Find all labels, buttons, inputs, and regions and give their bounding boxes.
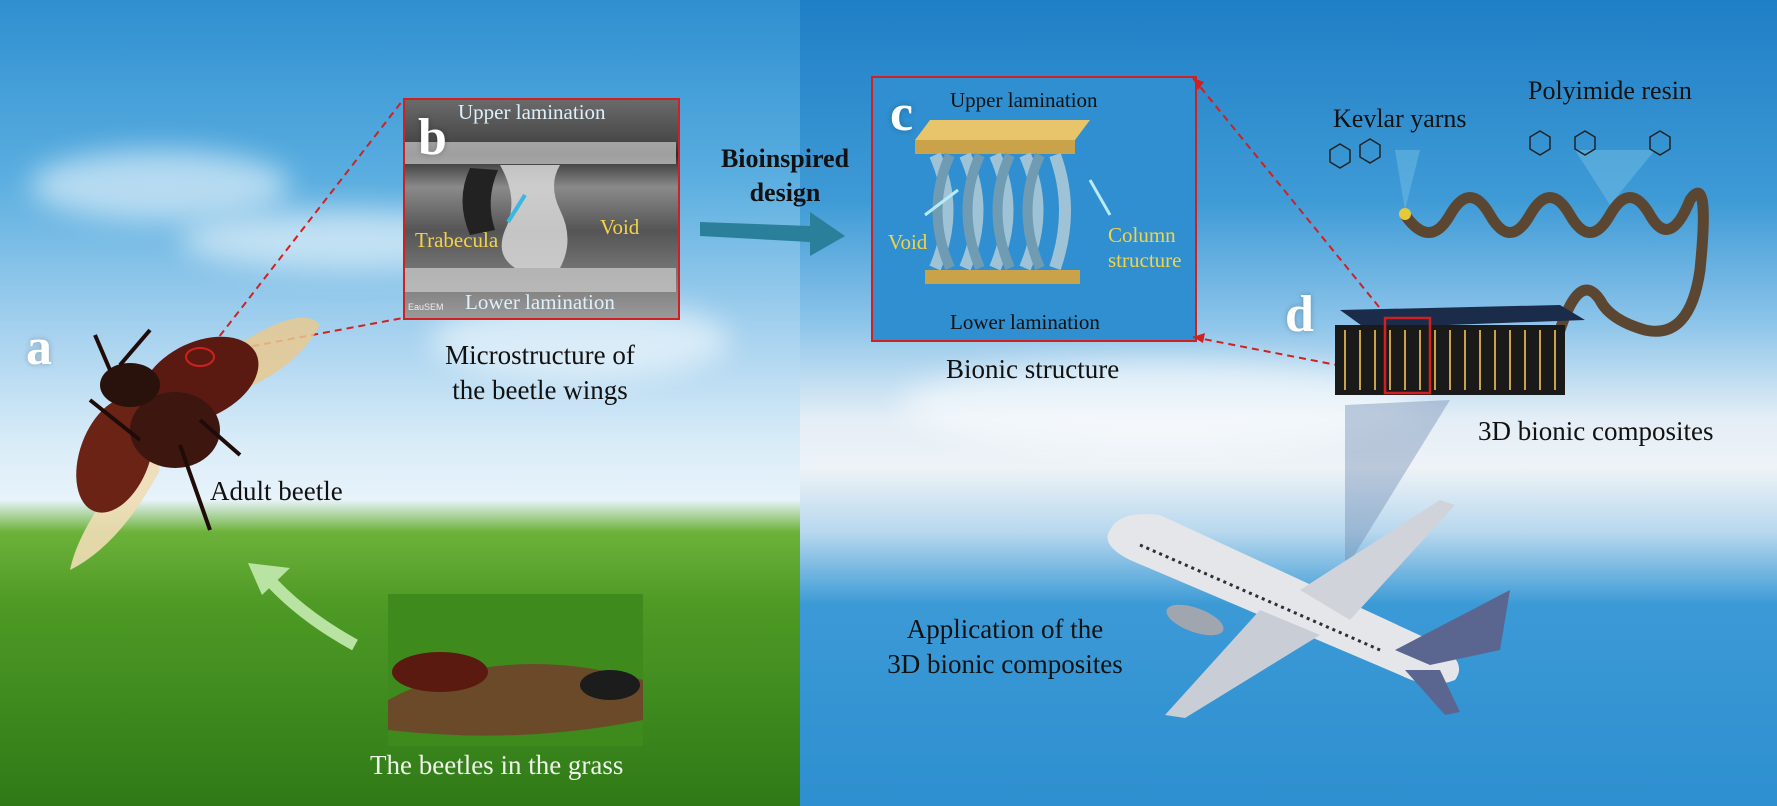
column-line1: Column bbox=[1108, 223, 1176, 247]
beetles-grass-caption: The beetles in the grass bbox=[370, 750, 624, 780]
polyimide-resin-label: Polyimide resin bbox=[1528, 76, 1692, 105]
application-caption: Application of the 3D bionic composites bbox=[860, 612, 1150, 682]
upper-lamination-label-b: Upper lamination bbox=[458, 100, 606, 124]
microstructure-caption: Microstructure of the beetle wings bbox=[400, 338, 680, 408]
lower-lamination-label-b: Lower lamination bbox=[465, 290, 615, 314]
bioinspired-design-label: Bioinspired design bbox=[700, 142, 870, 210]
microstructure-caption-line2: the beetle wings bbox=[452, 375, 628, 406]
panel-label-a: a bbox=[26, 319, 52, 376]
void-label-c: Void bbox=[888, 230, 928, 254]
trabecula-pointer bbox=[506, 193, 527, 224]
lower-lamination-label-c: Lower lamination bbox=[950, 310, 1100, 334]
panel-label-c: c bbox=[890, 85, 914, 142]
adult-beetle-caption: Adult beetle bbox=[210, 476, 343, 506]
void-label-b: Void bbox=[600, 215, 640, 239]
panel-label-b: b bbox=[418, 109, 447, 166]
bioinspired-line2: design bbox=[749, 177, 821, 207]
cloud bbox=[30, 150, 290, 220]
sem-tag: EauSEM bbox=[408, 302, 444, 312]
lifecycle-arrowhead bbox=[248, 563, 290, 595]
bionic-structure-caption: Bionic structure bbox=[946, 354, 1120, 384]
magnify-beam bbox=[1345, 400, 1450, 570]
callout-arrowhead bbox=[1193, 333, 1205, 343]
bioinspired-line1: Bioinspired bbox=[720, 144, 850, 173]
application-line1: Application of the bbox=[906, 614, 1104, 644]
callout-arrowhead bbox=[1193, 78, 1204, 90]
kevlar-yarns-label: Kevlar yarns bbox=[1333, 104, 1467, 133]
sem-micrograph bbox=[405, 142, 676, 292]
microstructure-caption-line1: Microstructure of bbox=[445, 340, 635, 370]
beetles-grass-photo bbox=[388, 594, 643, 746]
kevlar-polyimide-yarn bbox=[1329, 130, 1709, 337]
lifecycle-arrow bbox=[260, 571, 358, 651]
upper-lamination-label-c: Upper lamination bbox=[950, 88, 1098, 112]
cloud bbox=[900, 360, 1420, 450]
panel-label-d: d bbox=[1285, 286, 1314, 343]
column-structure-label: Column structure bbox=[1108, 223, 1181, 273]
bioinspired-arrow bbox=[700, 212, 845, 256]
adult-beetle-illustration bbox=[70, 317, 320, 570]
composites-caption: 3D bionic composites bbox=[1478, 416, 1714, 446]
bionic-structure-model bbox=[915, 120, 1112, 284]
airplane-illustration bbox=[1107, 500, 1510, 718]
composite-block bbox=[1335, 305, 1585, 395]
trabecula-label: Trabecula bbox=[415, 228, 499, 252]
column-line2: structure bbox=[1108, 248, 1182, 273]
application-line2: 3D bionic composites bbox=[887, 649, 1123, 680]
